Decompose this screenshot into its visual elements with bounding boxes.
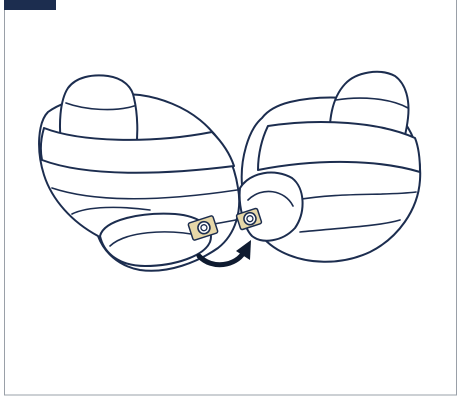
step-badge-icon <box>4 0 56 10</box>
